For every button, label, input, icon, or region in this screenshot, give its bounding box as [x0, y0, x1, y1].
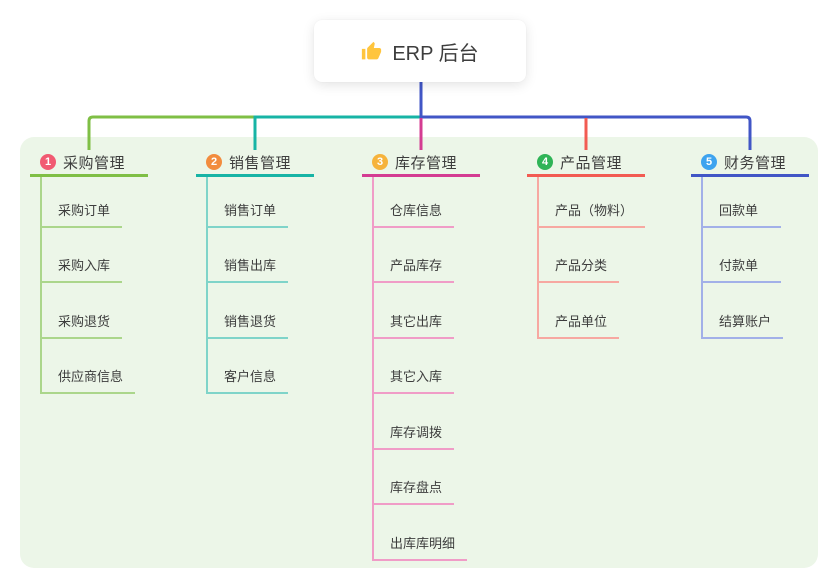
child-label: 仓库信息	[390, 202, 443, 218]
child-node[interactable]: 其它出库	[374, 283, 455, 339]
child-label: 采购退货	[58, 313, 111, 329]
branch-title-node[interactable]: 2 销售管理	[196, 150, 314, 177]
branch-title-node[interactable]: 1 采购管理	[30, 150, 148, 177]
child-node[interactable]: 库存盘点	[374, 450, 455, 505]
child-label: 销售出库	[224, 258, 277, 273]
branch: 4 产品管理 产品（物料） 产品分类产品单位	[527, 150, 646, 339]
child-node[interactable]: 出库库明细	[374, 505, 468, 561]
child-label: 出库库明细	[390, 535, 456, 551]
branch: 1 采购管理 采购订单采购入库采购退货供应商信息	[30, 150, 148, 394]
child-node[interactable]: 采购订单	[42, 177, 123, 228]
thumbs-up-icon	[362, 41, 382, 59]
child-node[interactable]: 销售订单	[208, 177, 289, 228]
child-label: 客户信息	[224, 369, 277, 384]
branch-number-badge: 2	[206, 154, 222, 170]
branch-title-node[interactable]: 5 财务管理	[691, 150, 809, 177]
child-label: 销售退货	[224, 313, 277, 329]
child-label: 库存盘点	[390, 480, 443, 495]
branch-children: 销售订单销售出库销售退货客户信息	[206, 177, 289, 394]
branch-children: 产品（物料） 产品分类产品单位	[537, 177, 646, 339]
branch-children: 回款单付款单结算账户	[701, 177, 784, 339]
branch-children: 采购订单采购入库采购退货供应商信息	[40, 177, 136, 394]
branch-title-label: 产品管理	[560, 154, 623, 172]
child-label: 产品分类	[555, 258, 608, 273]
branch-number-badge: 1	[40, 154, 56, 170]
child-node[interactable]: 供应商信息	[42, 339, 136, 394]
child-label: 采购订单	[58, 202, 111, 218]
child-node[interactable]: 产品单位	[539, 283, 620, 339]
child-node[interactable]: 销售出库	[208, 228, 289, 283]
branch-number-badge: 3	[372, 154, 388, 170]
child-node[interactable]: 产品库存	[374, 228, 455, 283]
branch-title-label: 销售管理	[229, 154, 292, 172]
child-label: 其它出库	[390, 313, 443, 329]
child-node[interactable]: 其它入库	[374, 339, 455, 394]
child-node[interactable]: 库存调拨	[374, 394, 455, 450]
branch-title-node[interactable]: 3 库存管理	[362, 150, 480, 177]
branch-number-badge: 4	[537, 154, 553, 170]
child-node[interactable]: 回款单	[703, 177, 781, 228]
child-label: 产品（物料）	[555, 202, 634, 218]
root-node[interactable]: ERP 后台	[314, 20, 526, 82]
child-label: 销售订单	[224, 202, 277, 218]
child-label: 付款单	[719, 258, 759, 273]
child-node[interactable]: 采购入库	[42, 228, 123, 283]
branch-number-badge: 5	[701, 154, 717, 170]
child-node[interactable]: 采购退货	[42, 283, 123, 339]
root-title: ERP 后台	[392, 42, 479, 65]
child-label: 库存调拨	[390, 424, 443, 440]
branch: 5 财务管理 回款单付款单结算账户	[691, 150, 809, 339]
child-label: 回款单	[719, 202, 759, 218]
branch-title-node[interactable]: 4 产品管理	[527, 150, 645, 177]
child-label: 产品库存	[390, 258, 443, 273]
child-node[interactable]: 结算账户	[703, 283, 784, 339]
branch-title-label: 财务管理	[724, 154, 787, 172]
branch-title-label: 采购管理	[63, 154, 126, 172]
child-label: 其它入库	[390, 369, 443, 384]
child-node[interactable]: 产品分类	[539, 228, 620, 283]
child-label: 采购入库	[58, 258, 111, 273]
branch: 3 库存管理 仓库信息产品库存其它出库其它入库库存调拨库存盘点出库库明细	[362, 150, 480, 561]
branch: 2 销售管理 销售订单销售出库销售退货客户信息	[196, 150, 314, 394]
branches-panel	[20, 137, 818, 568]
child-node[interactable]: 销售退货	[208, 283, 289, 339]
branch-title-label: 库存管理	[395, 154, 458, 172]
child-node[interactable]: 付款单	[703, 228, 781, 283]
child-node[interactable]: 客户信息	[208, 339, 289, 394]
child-node[interactable]: 仓库信息	[374, 177, 455, 228]
child-node[interactable]: 产品（物料）	[539, 177, 646, 228]
child-label: 产品单位	[555, 313, 608, 329]
branch-children: 仓库信息产品库存其它出库其它入库库存调拨库存盘点出库库明细	[372, 177, 468, 561]
child-label: 结算账户	[719, 313, 772, 329]
child-label: 供应商信息	[58, 369, 124, 384]
